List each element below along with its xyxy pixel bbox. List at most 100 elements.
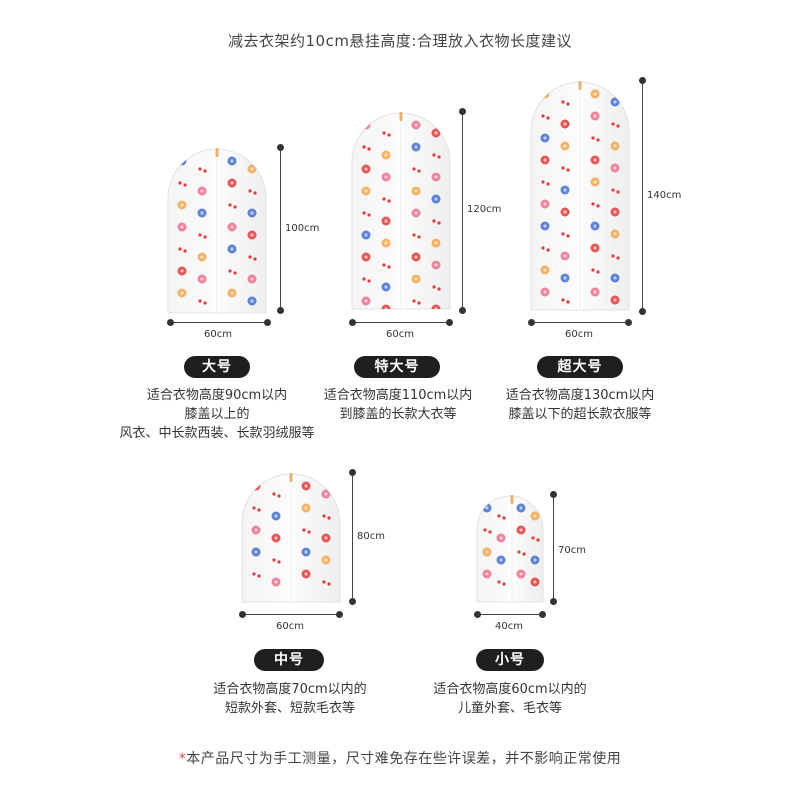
pattern-dot [322,514,326,518]
garment-bag-super-large [530,81,630,311]
size-description: 适合衣物高度60cm以内的 儿童外套、毛衣等 [410,680,610,718]
pattern-dot [497,580,501,584]
height-dimension-line [349,469,356,605]
pattern-dot [611,188,615,192]
width-label: 60cm [565,329,593,340]
description-line: 适合衣物高度90cm以内 [146,388,288,403]
pattern-dot [198,299,202,303]
size-badge-extra-large: 特大号 [354,356,440,378]
hanger-hook [578,81,582,90]
garment-bag-large [167,148,267,314]
pattern-dot [272,558,276,562]
pattern-dot [591,268,595,272]
pattern-dot [248,255,252,259]
description-line: 膝盖以下的超长款衣服等 [508,407,652,422]
pattern-dot [541,246,545,250]
pattern-dot [178,181,182,185]
pattern-dot [302,528,306,532]
pattern-dot [497,514,501,518]
pattern-dot [517,550,521,554]
size-description: 适合衣物高度110cm以内 到膝盖的长款大衣等 [294,386,502,424]
garment-bag-small [476,495,544,603]
pattern-dot [272,492,276,496]
width-label: 60cm [276,621,304,632]
pattern-dot [382,131,386,135]
description-line: 膝盖以上的 [184,407,250,422]
height-label: 70cm [558,545,586,556]
pattern-dot [322,580,326,584]
width-dimension-line [528,319,632,326]
pattern-dot [252,572,256,576]
pattern-dot [228,269,232,273]
pattern-flower [251,481,261,491]
pattern-dot [591,136,595,140]
pattern-dot [531,536,535,540]
width-dimension-line [349,319,453,326]
size-description: 适合衣物高度130cm以内 膝盖以下的超长款衣服等 [480,386,680,424]
pattern-dot [412,167,416,171]
pattern-dot [252,506,256,510]
pattern-dot [248,189,252,193]
height-dimension-line [277,144,284,314]
pattern-dot [611,254,615,258]
width-dimension-line [167,319,271,326]
width-label: 60cm [386,329,414,340]
height-dimension-line [639,77,646,315]
size-description: 适合衣物高度70cm以内的 短款外套、短款毛衣等 [190,680,390,718]
pattern-dot [382,197,386,201]
height-dimension-line [459,108,466,314]
pattern-dot [483,528,487,532]
page-title: 减去衣架约10cm悬挂高度:合理放入衣物长度建议 [227,32,572,50]
pattern-dot [561,166,565,170]
pattern-dot [561,100,565,104]
height-label: 80cm [357,531,385,542]
pattern-flower [381,304,391,309]
footer-note: *本产品尺寸为手工测量，尺寸难免存在些许误差，并不影响正常使用 [0,748,800,768]
description-line: 适合衣物高度70cm以内的 [213,682,367,697]
footer-text: 本产品尺寸为手工测量，尺寸难免存在些许误差，并不影响正常使用 [186,751,622,767]
pattern-flower [177,156,187,166]
pattern-dot [382,263,386,267]
pattern-dot [198,233,202,237]
size-badge-large: 大号 [184,356,250,378]
width-dimension-line [474,611,546,618]
hanger-hook [399,112,403,121]
pattern-dot [178,247,182,251]
size-badge-small: 小号 [476,649,544,671]
pattern-dot [561,232,565,236]
description-line: 短款外套、短款毛衣等 [224,701,355,716]
pattern-dot [362,211,366,215]
hanger-hook [215,148,219,157]
pattern-dot [541,114,545,118]
garment-bag-medium [241,473,341,603]
size-badge-super-large: 超大号 [537,356,623,378]
pattern-flower [431,304,441,309]
description-line: 适合衣物高度60cm以内的 [433,682,587,697]
size-description: 适合衣物高度90cm以内 膝盖以上的 风衣、中长款西装、长款羽绒服等 [100,386,334,443]
height-label: 140cm [647,190,682,201]
pattern-dot [412,299,416,303]
width-dimension-line [239,611,343,618]
pattern-dot [362,145,366,149]
pattern-dot [198,167,202,171]
description-line: 到膝盖的长款大衣等 [339,407,457,422]
description-line: 适合衣物高度110cm以内 [323,388,473,403]
pattern-flower [361,120,371,130]
pattern-dot [591,202,595,206]
description-line: 风衣、中长款西装、长款羽绒服等 [119,426,315,441]
description-line: 儿童外套、毛衣等 [457,701,562,716]
width-label: 60cm [204,329,232,340]
description-line: 适合衣物高度130cm以内 [505,388,655,403]
height-label: 120cm [467,204,502,215]
pattern-dot [432,285,436,289]
pattern-dot [362,277,366,281]
pattern-dot [412,233,416,237]
hanger-hook [510,495,514,504]
garment-bag-extra-large [351,112,451,310]
pattern-dot [432,153,436,157]
height-label: 100cm [285,223,320,234]
height-dimension-line [550,491,557,605]
pattern-flower [540,89,550,99]
pattern-dot [432,219,436,223]
pattern-dot [541,180,545,184]
